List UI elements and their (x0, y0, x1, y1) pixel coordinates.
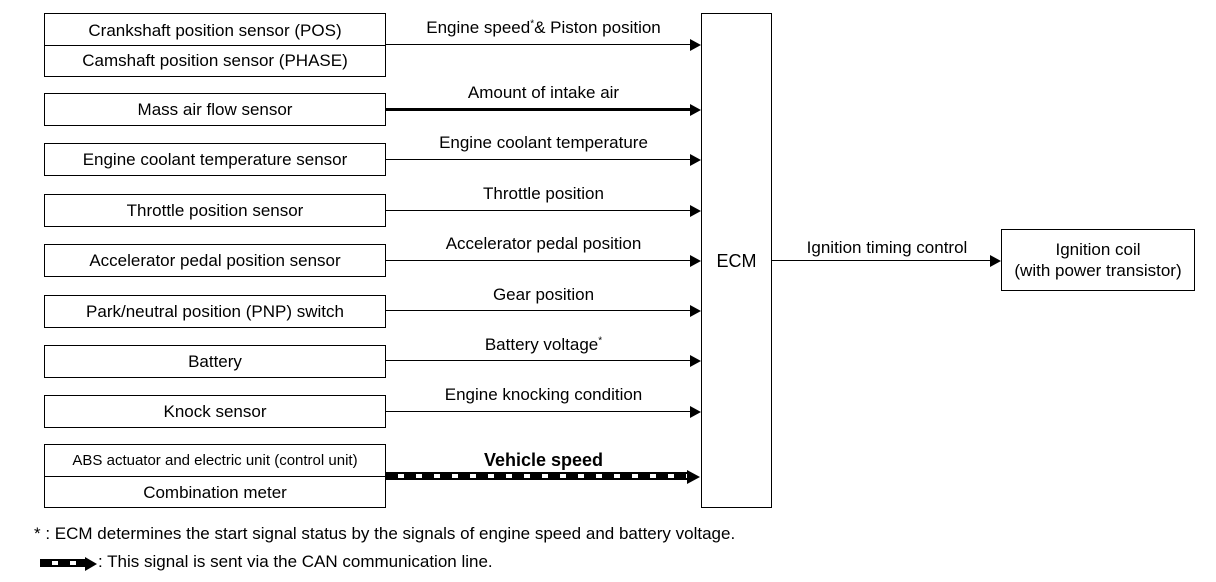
signal-line-intake-air (386, 108, 691, 111)
signal-label-intake-air: Amount of intake air (467, 83, 620, 102)
pnp-switch-box: Park/neutral position (PNP) switch (44, 295, 386, 328)
signal-line-knocking-condition (386, 411, 691, 412)
signal-label-accelerator-pedal: Accelerator pedal position (445, 234, 642, 253)
arrow-head (990, 255, 1001, 267)
ignition-coil-sublabel: (with power transistor) (1014, 261, 1182, 280)
signal-label-throttle-position: Throttle position (483, 184, 604, 203)
arrow-head (690, 355, 701, 367)
signal-label-knocking-condition: Engine knocking condition (444, 385, 643, 404)
coolant-temp-sensor-box: Engine coolant temperature sensor (44, 143, 386, 176)
abs-combination-meter-box: ABS actuator and electric unit (control … (44, 444, 386, 508)
footnote-asterisk: * : ECM determines the start signal stat… (34, 524, 736, 543)
ignition-coil-label: Ignition coil (1055, 240, 1141, 259)
signal-line-ignition-timing (772, 260, 991, 261)
battery-box: Battery (44, 345, 386, 378)
signal-label-engine-speed: Engine speed*& Piston position (426, 18, 661, 37)
signal-label-vehicle-speed: Vehicle speed (483, 450, 604, 470)
accelerator-pedal-sensor-box: Accelerator pedal position sensor (44, 244, 386, 277)
coolant-temp-sensor-label: Engine coolant temperature sensor (82, 150, 348, 169)
box-divider (45, 45, 385, 46)
arrow-head (690, 406, 701, 418)
pnp-switch-label: Park/neutral position (PNP) switch (86, 302, 344, 321)
throttle-position-sensor-box: Throttle position sensor (44, 194, 386, 227)
knock-sensor-box: Knock sensor (44, 395, 386, 428)
signal-label-ignition-timing: Ignition timing control (806, 238, 968, 257)
knock-sensor-label: Knock sensor (163, 402, 267, 421)
arrow-head (690, 305, 701, 317)
mass-air-flow-sensor-box: Mass air flow sensor (44, 93, 386, 126)
signal-line-accelerator-pedal (386, 260, 691, 261)
footnote-can-legend: : This signal is sent via the CAN commun… (98, 552, 493, 571)
ecm-box: ECM (701, 13, 772, 508)
camshaft-sensor-label: Camshaft position sensor (PHASE) (82, 51, 348, 70)
signal-label-coolant-temp: Engine coolant temperature (439, 133, 648, 152)
ignition-coil-box: Ignition coil (with power transistor) (1001, 229, 1195, 291)
signal-label-battery-voltage: Battery voltage* (484, 335, 603, 354)
arrow-head (690, 154, 701, 166)
arrow-head (687, 470, 700, 484)
accelerator-pedal-sensor-label: Accelerator pedal position sensor (89, 251, 341, 270)
arrow-head (690, 39, 701, 51)
battery-label: Battery (188, 352, 242, 371)
arrow-head (690, 205, 701, 217)
signal-line-throttle-position (386, 210, 691, 211)
can-legend-line (40, 559, 86, 567)
combination-meter-label: Combination meter (143, 483, 287, 502)
signal-line-battery-voltage (386, 360, 691, 361)
box-divider (45, 476, 385, 477)
throttle-position-sensor-label: Throttle position sensor (126, 201, 304, 220)
signal-line-gear-position (386, 310, 691, 311)
arrow-head (690, 104, 701, 116)
can-legend-arrow-head (85, 557, 97, 571)
abs-actuator-label: ABS actuator and electric unit (control … (72, 452, 358, 469)
mass-air-flow-sensor-label: Mass air flow sensor (137, 100, 293, 119)
signal-line-coolant-temp (386, 159, 691, 160)
crankshaft-sensor-label: Crankshaft position sensor (POS) (88, 21, 342, 40)
can-signal-line-vehicle-speed (386, 472, 688, 480)
signal-label-gear-position: Gear position (492, 285, 595, 304)
crank-cam-sensor-box: Crankshaft position sensor (POS) Camshaf… (44, 13, 386, 77)
signal-line-engine-speed (386, 44, 691, 45)
arrow-head (690, 255, 701, 267)
ecm-label: ECM (716, 251, 757, 271)
